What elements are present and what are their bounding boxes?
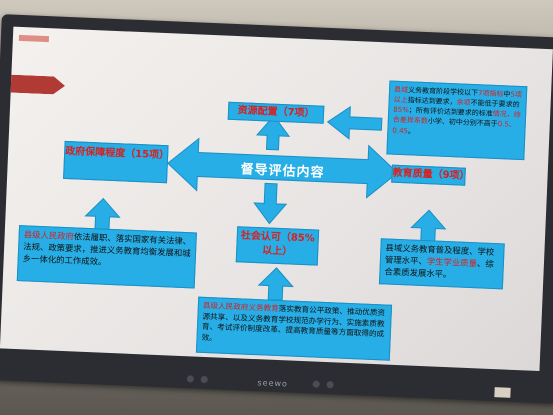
resources-desc-red4: 余项 <box>456 98 471 108</box>
resources-desc-box: 县域义务教育阶段学校以下7项指标中5项以上指标达到要求，余项不能低于要求的85%… <box>386 80 528 161</box>
up-arrow-social <box>257 267 294 301</box>
resources-desc-red5: 85% <box>393 105 409 115</box>
resources-desc-4: 不能低于要求的 <box>470 99 520 110</box>
slide-screen: 督导评估内容 资源配置（7项） 县域义务教育阶段学校以下7项指标中5项以上指标达… <box>0 26 553 372</box>
up-arrow-resources <box>256 114 291 151</box>
bezel-sticker <box>494 387 511 398</box>
social-desc-box: 县级人民政府义务教育落实教育公平政策、推动优质资源共享、以及义务教育学校规范办学… <box>195 296 393 361</box>
quality-desc-red: 学生学业质量 <box>426 255 478 269</box>
government-title: 政府保障程度（15项） <box>63 140 169 184</box>
resources-desc-red2: 7项指标 <box>477 89 504 99</box>
up-arrow-quality <box>410 209 447 244</box>
arrow-diagram <box>84 105 447 301</box>
monitor-bezel: 督导评估内容 资源配置（7项） 县域义务教育阶段学校以下7项指标中5项以上指标达… <box>0 14 553 404</box>
up-arrow-government <box>84 197 121 232</box>
control-button[interactable] <box>326 381 334 389</box>
control-button[interactable] <box>312 380 320 388</box>
government-desc-red: 县级人民政府 <box>23 229 75 242</box>
quality-desc-box: 县域义务教育普及程度、学校管理水平、学生学业质量、综合素质发展水平。 <box>378 238 505 290</box>
left-arrow-resources <box>326 105 383 140</box>
down-arrow-social <box>253 182 288 225</box>
control-button[interactable] <box>200 375 208 384</box>
social-title: 社会认可（85%以上） <box>235 226 320 266</box>
monitor-brand: seewo <box>257 378 289 389</box>
resources-desc-red1: 县域 <box>393 85 409 95</box>
resources-desc-7: 。 <box>407 126 416 136</box>
quality-title: 教育质量（9项） <box>391 164 470 186</box>
control-button[interactable] <box>186 375 194 383</box>
resources-desc-3: 指标达到要求， <box>407 96 457 107</box>
resources-desc-1: 义务教育阶段学校以下 <box>407 86 479 98</box>
government-desc-box: 县级人民政府依法履职、落实国家有关法律、法规、政策要求，推进义务教育均衡发展和城… <box>16 225 197 289</box>
resources-desc-6: 小学、初中分别不高于 <box>427 117 498 129</box>
